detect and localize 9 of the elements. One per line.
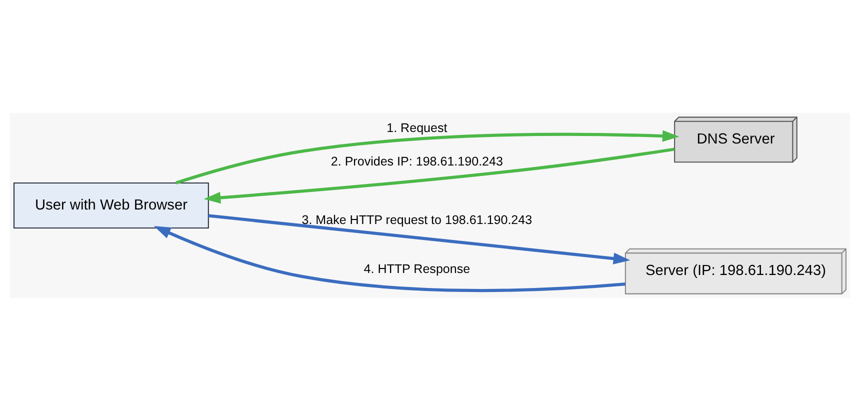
node-box: User with Web Browser: [13, 182, 209, 228]
edge-label: 2. Provides IP: 198.61.190.243: [330, 154, 503, 168]
arrow: [204, 148, 675, 204]
edge-label: 3. Make HTTP request to 198.61.190.243: [302, 212, 532, 227]
arrow: [154, 226, 626, 292]
edge-label: 4. HTTP Response: [364, 262, 470, 276]
arrow: [176, 130, 680, 184]
arrow: [208, 214, 630, 264]
edge-label: 1. Request: [386, 120, 448, 135]
